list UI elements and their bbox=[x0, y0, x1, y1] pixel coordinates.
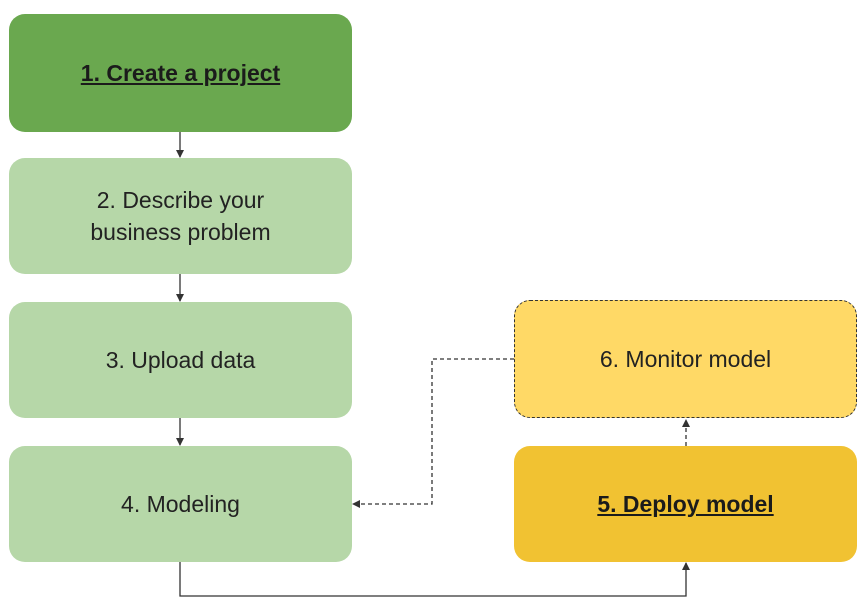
step-upload-data-label: 3. Upload data bbox=[105, 347, 256, 373]
step-deploy-model-label[interactable]: 5. Deploy model bbox=[597, 491, 774, 517]
arrow-modeling-to-deploy bbox=[179, 562, 690, 597]
step-monitor-model: 6. Monitor model bbox=[514, 300, 857, 418]
step-create-project[interactable]: 1. Create a project bbox=[9, 14, 352, 132]
step-describe-problem-label: 2. Describe your business problem bbox=[90, 187, 271, 245]
arrow-monitor-to-modeling bbox=[352, 358, 514, 508]
step-upload-data: 3. Upload data bbox=[9, 302, 352, 418]
step-describe-problem: 2. Describe your business problem bbox=[9, 158, 352, 274]
step-modeling: 4. Modeling bbox=[9, 446, 352, 562]
step-create-project-label[interactable]: 1. Create a project bbox=[80, 60, 281, 86]
step-monitor-model-label: 6. Monitor model bbox=[599, 346, 772, 372]
step-modeling-label: 4. Modeling bbox=[121, 491, 240, 517]
step-deploy-model[interactable]: 5. Deploy model bbox=[514, 446, 857, 562]
